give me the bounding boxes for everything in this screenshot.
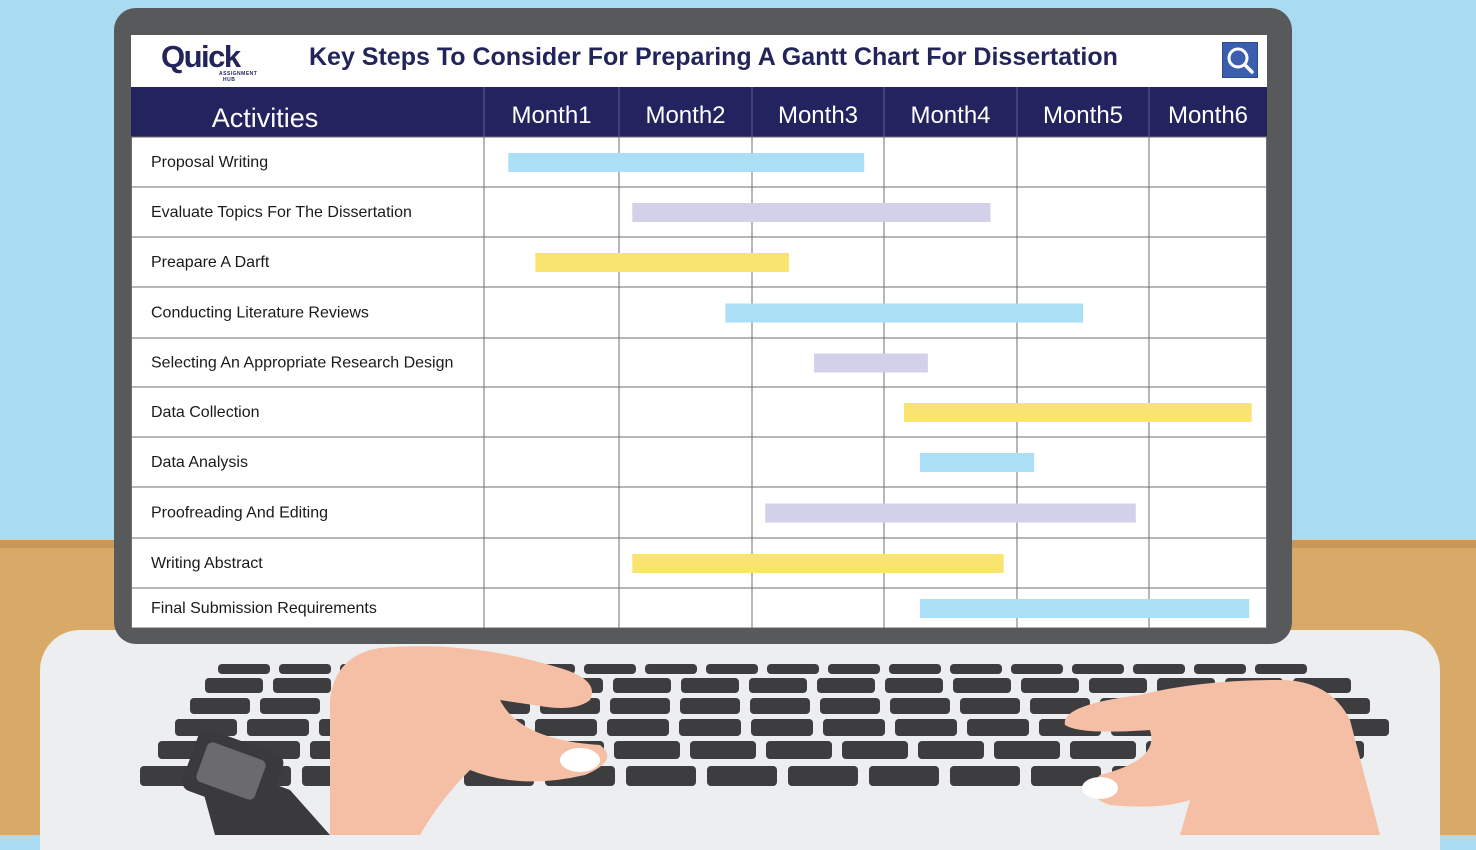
keyboard-key: [1021, 678, 1079, 693]
task-bar: [632, 203, 991, 222]
keyboard-key: [190, 698, 250, 714]
task-label: Data Collection: [151, 404, 260, 421]
keyboard-key: [967, 719, 1029, 736]
keyboard-key: [1070, 741, 1136, 759]
task-bar: [632, 554, 1004, 573]
keyboard-key: [175, 719, 237, 736]
task-bar: [814, 353, 928, 373]
keyboard-key: [1089, 678, 1147, 693]
keyboard-key: [1031, 766, 1101, 786]
keyboard-key: [953, 678, 1011, 693]
keyboard-key: [584, 664, 636, 674]
task-label: Conducting Literature Reviews: [151, 305, 369, 322]
keyboard-key: [950, 664, 1002, 674]
task-bar: [903, 403, 1252, 422]
keyboard-key: [706, 664, 758, 674]
keyboard-key: [788, 766, 858, 786]
keyboard-key: [749, 678, 807, 693]
task-label: Final Submission Requirements: [151, 600, 377, 617]
brand-logo-subtitle: ASSIGNMENT: [219, 71, 258, 77]
keyboard-key: [823, 719, 885, 736]
task-bar: [919, 453, 1035, 472]
month-header: Month6: [1168, 102, 1248, 129]
laptop-screen: Quick ASSIGNMENT HUB Key Steps To Consid…: [131, 35, 1267, 628]
keyboard-key: [535, 719, 597, 736]
keyboard-key: [707, 766, 777, 786]
keyboard-key: [610, 698, 670, 714]
keyboard-key: [690, 741, 756, 759]
keyboard-key: [1030, 698, 1090, 714]
keyboard-key: [751, 719, 813, 736]
gantt-header-band: [131, 87, 1267, 137]
keyboard-key: [247, 719, 309, 736]
keyboard-key: [613, 678, 671, 693]
keyboard-key: [607, 719, 669, 736]
task-bar: [535, 253, 789, 272]
keyboard-key: [842, 741, 908, 759]
task-label: Selecting An Appropriate Research Design: [151, 355, 453, 372]
keyboard-key: [626, 766, 696, 786]
task-label: Data Analysis: [151, 454, 248, 471]
task-bar: [919, 599, 1250, 618]
keyboard-key: [885, 678, 943, 693]
keyboard-key: [205, 678, 263, 693]
month-header: Month2: [645, 102, 725, 129]
keyboard-key: [1133, 664, 1185, 674]
keyboard-key: [994, 741, 1060, 759]
keyboard-key: [260, 698, 320, 714]
keyboard-key: [918, 741, 984, 759]
month-header: Month3: [778, 102, 858, 129]
keyboard-key: [895, 719, 957, 736]
month-header: Month1: [511, 102, 591, 129]
gantt-chart: Activities Month1 Month2 Month3 Month4 Month5…: [131, 87, 1267, 628]
right-hand-illustration: [1064, 680, 1380, 835]
keyboard-key: [828, 664, 880, 674]
keyboard-key: [1072, 664, 1124, 674]
keyboard-key: [679, 719, 741, 736]
search-button[interactable]: [1222, 42, 1258, 78]
keyboard-key: [273, 678, 331, 693]
keyboard-key: [750, 698, 810, 714]
keyboard-key: [766, 741, 832, 759]
keyboard-key: [817, 678, 875, 693]
task-label: Proofreading And Editing: [151, 505, 328, 522]
task-label: Proposal Writing: [151, 154, 268, 171]
keyboard-key: [1255, 664, 1307, 674]
keyboard-key: [1194, 664, 1246, 674]
search-icon: [1227, 47, 1254, 74]
keyboard-key: [645, 664, 697, 674]
brand-logo-subtitle-2: HUB: [223, 77, 236, 83]
task-bar: [508, 153, 865, 172]
keyboard-key: [950, 766, 1020, 786]
task-bar: [765, 503, 1136, 523]
task-label: Evaluate Topics For The Dissertation: [151, 204, 412, 221]
brand-logo-wordmark: Quick: [161, 39, 241, 74]
chart-header: Quick ASSIGNMENT HUB Key Steps To Consid…: [131, 35, 1267, 87]
keyboard-key: [218, 664, 270, 674]
month-header: Month5: [1043, 102, 1123, 129]
left-hand-illustration: [182, 646, 608, 835]
keyboard-key: [681, 678, 739, 693]
keyboard-key: [869, 766, 939, 786]
keyboard-key: [1011, 664, 1063, 674]
keyboard-key: [614, 741, 680, 759]
brand-logo: Quick ASSIGNMENT HUB: [161, 39, 261, 83]
keyboard-key: [960, 698, 1020, 714]
keyboard-key: [767, 664, 819, 674]
month-header: Month4: [910, 102, 990, 129]
keyboard-key: [820, 698, 880, 714]
task-label: Preapare A Darft: [151, 254, 270, 271]
task-bar: [725, 303, 1083, 323]
keyboard-key: [279, 664, 331, 674]
task-label: Writing Abstract: [151, 555, 263, 572]
keyboard-key: [680, 698, 740, 714]
chart-title: Key Steps To Consider For Preparing A Ga…: [309, 43, 1118, 71]
keyboard-key: [889, 664, 941, 674]
activities-header: Activities: [212, 103, 319, 133]
keyboard-key: [890, 698, 950, 714]
